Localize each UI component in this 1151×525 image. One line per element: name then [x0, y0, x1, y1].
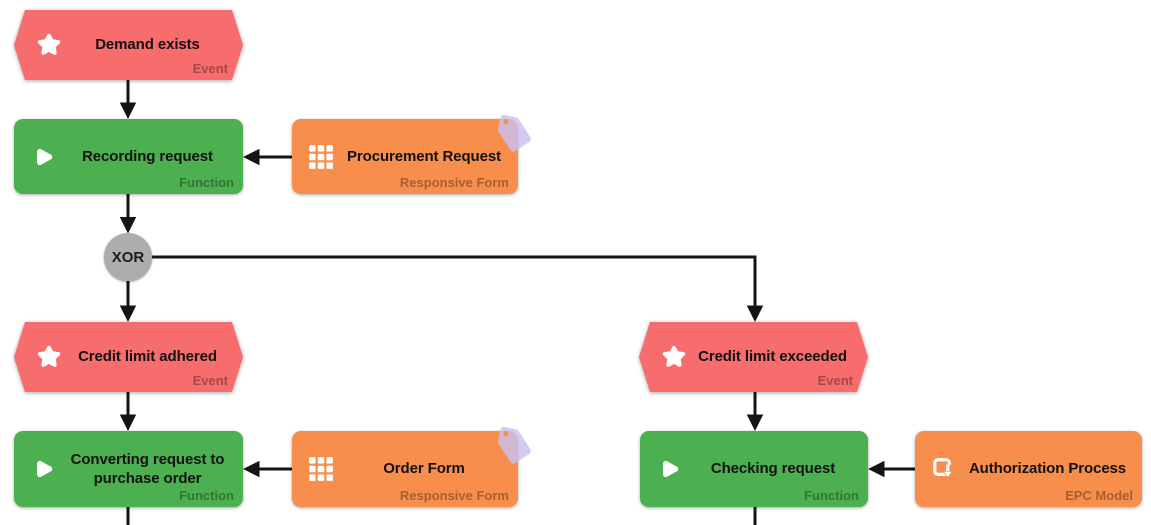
node-title: Demand exists: [95, 36, 200, 54]
node-type-label: Event: [192, 61, 228, 76]
node-title: Credit limit exceeded: [698, 348, 847, 366]
function-converting-request[interactable]: Converting request to purchase order Fun…: [14, 431, 243, 507]
event-demand-exists[interactable]: Demand exists Event: [14, 10, 243, 80]
edge-xor-to-exceeded: [152, 255, 764, 322]
node-type-label: Responsive Form: [399, 175, 509, 190]
grid-icon: [308, 144, 334, 170]
tag-icon: [490, 422, 539, 471]
event-credit-limit-exceeded[interactable]: Credit limit exceeded Event: [639, 322, 868, 392]
function-checking-request[interactable]: Checking request Function: [640, 431, 868, 507]
node-type-label: EPC Model: [1065, 488, 1133, 503]
node-type-label: Function: [804, 488, 859, 503]
artifact-procurement-request[interactable]: Procurement Request Responsive Form: [292, 114, 531, 194]
function-recording-request[interactable]: Recording request Function: [14, 119, 243, 194]
star-icon: [661, 344, 687, 370]
epc-model-icon: [931, 456, 957, 482]
xor-connector[interactable]: XOR: [104, 233, 152, 281]
event-credit-limit-adhered[interactable]: Credit limit adhered Event: [14, 322, 243, 392]
artifact-order-form[interactable]: Order Form Responsive Form: [292, 426, 531, 507]
star-icon: [36, 32, 62, 58]
node-type-label: Event: [817, 373, 853, 388]
node-type-label: Responsive Form: [399, 488, 509, 503]
grid-icon: [308, 456, 334, 482]
star-icon: [36, 344, 62, 370]
play-icon: [30, 144, 56, 170]
node-title: Recording request: [82, 147, 213, 165]
node-title: Credit limit adhered: [78, 348, 217, 366]
node-type-label: Event: [192, 373, 228, 388]
tag-icon: [490, 110, 539, 159]
artifact-authorization-process[interactable]: Authorization Process EPC Model: [915, 431, 1142, 507]
artifact-shape: [915, 431, 1142, 507]
node-title: Order Form: [383, 460, 465, 478]
node-type-label: Function: [179, 175, 234, 190]
node-title: Converting request to purchase order: [70, 450, 225, 488]
xor-label: XOR: [111, 248, 145, 266]
node-title: Authorization Process: [968, 460, 1127, 478]
node-type-label: Function: [179, 488, 234, 503]
node-title: Checking request: [710, 460, 836, 478]
play-icon: [656, 456, 682, 482]
node-title: Procurement Request: [347, 147, 501, 165]
play-icon: [30, 456, 56, 482]
